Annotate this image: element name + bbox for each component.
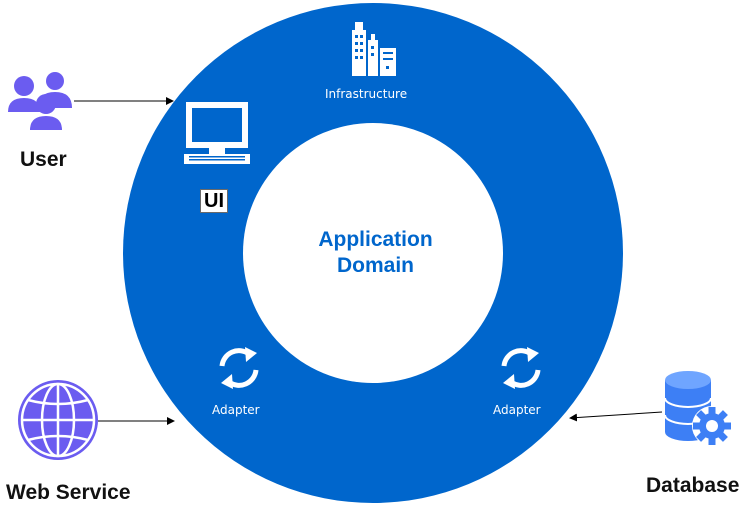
adapter-right-label: Adapter (493, 403, 541, 417)
buildings-icon (352, 22, 396, 76)
application-domain-core (243, 123, 503, 383)
gear-icon (692, 406, 732, 446)
web-service-label: Web Service (6, 481, 131, 504)
monitor-icon (184, 102, 250, 164)
globe-icon (18, 380, 98, 460)
application-domain-line-2: Domain (336, 254, 414, 277)
infrastructure-label: Infrastructure (325, 87, 408, 101)
application-domain-line-1: Application (318, 228, 433, 251)
refresh-right-icon (501, 347, 541, 389)
database-icon (664, 371, 732, 446)
ui-label: UI (200, 189, 228, 213)
refresh-left-icon (219, 347, 259, 389)
application-domain-label: Application Domain (293, 227, 458, 279)
adapter-left-label: Adapter (212, 403, 260, 417)
database-to-adapter-arrow (569, 411, 663, 422)
user-label: User (20, 148, 67, 171)
database-label: Database (646, 474, 740, 497)
users-icon (8, 72, 72, 130)
